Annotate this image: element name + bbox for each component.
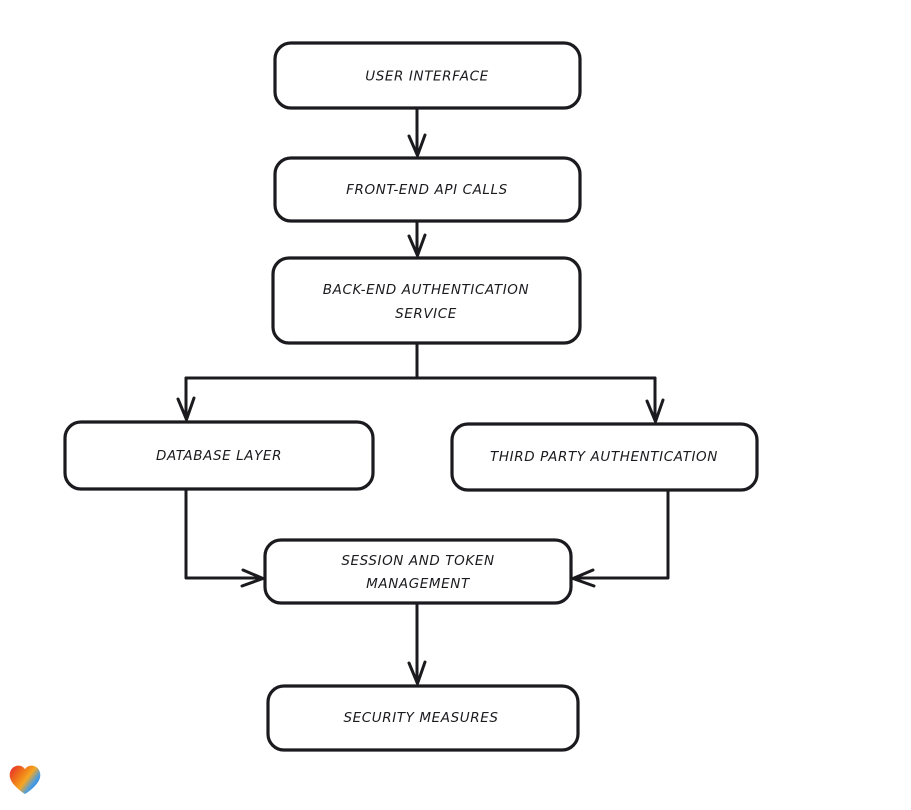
node-box-security-measures[interactable] (266, 684, 580, 752)
edge-backend-to-database (176, 376, 196, 421)
node-label-third-party-auth: THIRD PARTY AUTHENTICATION (490, 449, 718, 465)
node-box-database-layer[interactable] (63, 420, 375, 491)
node-user-interface[interactable]: USER INTERFACE (273, 41, 582, 110)
node-label-back-end-auth-service-line2: SERVICE (395, 306, 457, 322)
node-security-measures[interactable]: SECURITY MEASURES (266, 684, 580, 752)
node-box-front-end-api-calls[interactable] (273, 156, 582, 223)
node-box-third-party-auth[interactable] (450, 422, 759, 492)
edge-ui-to-api (407, 106, 427, 157)
node-front-end-api-calls[interactable]: FRONT-END API CALLS (273, 156, 582, 223)
node-label-security-measures: SECURITY MEASURES (343, 710, 498, 726)
node-label-front-end-api-calls: FRONT-END API CALLS (346, 182, 508, 198)
node-label-session-token-mgmt-line1: SESSION AND TOKEN (341, 553, 494, 569)
heart-watermark (8, 764, 42, 796)
node-back-end-auth-service[interactable]: BACK-END AUTHENTICATION SERVICE (271, 256, 582, 345)
node-third-party-auth[interactable]: THIRD PARTY AUTHENTICATION (450, 422, 759, 492)
node-box-session-token-mgmt[interactable] (263, 538, 573, 605)
edge-backend-to-thirdparty (645, 376, 665, 423)
node-label-database-layer: DATABASE LAYER (156, 448, 282, 464)
edge-database-to-session (184, 487, 265, 588)
edge-thirdparty-to-session (571, 488, 670, 588)
node-label-user-interface: USER INTERFACE (365, 69, 488, 85)
edge-session-to-security (407, 601, 427, 685)
node-box-user-interface[interactable] (273, 41, 582, 110)
node-session-token-mgmt[interactable]: SESSION AND TOKEN MANAGEMENT (263, 538, 573, 605)
node-label-session-token-mgmt-line2: MANAGEMENT (366, 576, 471, 592)
heart-icon (9, 765, 41, 795)
node-box-back-end-auth-service[interactable] (271, 256, 582, 345)
edge-backend-split-trunk (184, 341, 657, 380)
edge-api-to-backend (407, 219, 427, 257)
node-label-back-end-auth-service-line1: BACK-END AUTHENTICATION (323, 282, 529, 298)
node-database-layer[interactable]: DATABASE LAYER (63, 420, 375, 491)
